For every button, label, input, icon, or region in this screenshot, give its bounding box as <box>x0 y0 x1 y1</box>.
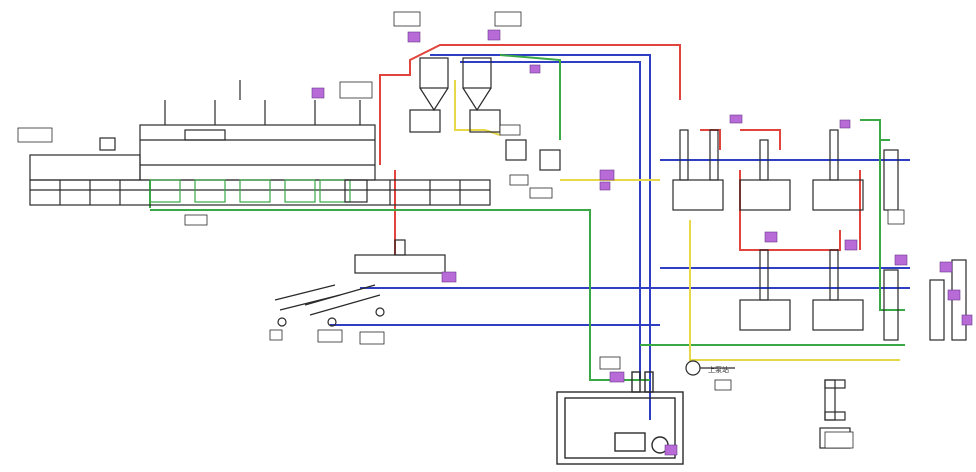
vacuum-units <box>672 129 967 341</box>
collection-tank <box>556 371 684 465</box>
burner-row <box>149 179 368 203</box>
label-boxes <box>17 11 905 449</box>
cyclone-separators <box>409 57 561 171</box>
yellow-pipelines <box>454 80 900 361</box>
pump-label: 上泵站 <box>708 365 729 374</box>
green-pipelines <box>149 54 905 381</box>
screw-conveyors <box>274 239 446 327</box>
rotary-dryer <box>29 80 491 206</box>
blue-pipelines <box>330 54 910 420</box>
equipment-tags <box>311 29 973 456</box>
red-pipelines <box>379 44 861 255</box>
